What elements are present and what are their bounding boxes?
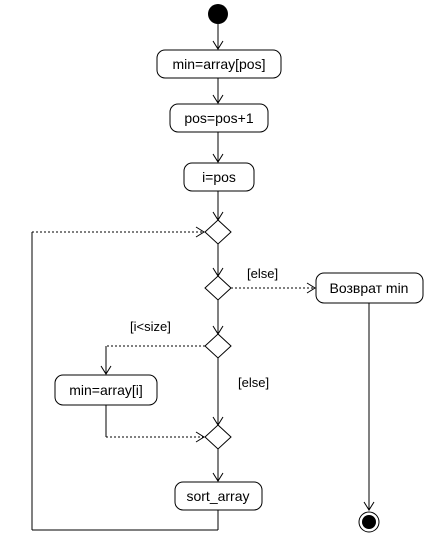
action-pos-inc: pos=pos+1 <box>169 103 269 133</box>
action-min-init-label: min=array[pos] <box>173 56 266 72</box>
guard-else-top: [else] <box>247 266 278 281</box>
guard-else-bottom: [else] <box>238 375 269 390</box>
guard-i-less-size: [i<size] <box>130 319 171 334</box>
final-node <box>358 511 380 533</box>
action-i-init-label: i=pos <box>202 169 236 185</box>
merge-node-min <box>204 424 232 450</box>
action-sort-array: sort_array <box>174 481 263 511</box>
edge-decision-to-decision-size <box>212 300 224 335</box>
action-return-min: Возврат min <box>315 272 424 304</box>
initial-node <box>208 4 228 24</box>
action-min-assign-label: min=array[i] <box>69 382 143 398</box>
action-min-assign: min=array[i] <box>54 374 158 406</box>
edge-merge-loop-to-decision-else <box>212 244 224 277</box>
merge-node-loop <box>204 219 232 245</box>
edge-min-init-to-pos-inc <box>212 78 224 104</box>
edge-decision-to-min-assign <box>100 345 205 375</box>
action-return-min-label: Возврат min <box>330 280 409 296</box>
edge-i-init-to-merge-loop <box>212 191 224 221</box>
action-sort-array-label: sort_array <box>186 488 249 504</box>
action-min-init: min=array[pos] <box>156 49 282 79</box>
edge-min-assign-to-merge <box>105 405 205 443</box>
edge-decision-to-return <box>231 282 316 294</box>
action-pos-inc-label: pos=pos+1 <box>184 110 253 126</box>
edge-pos-inc-to-i-init <box>212 132 224 163</box>
decision-node-end-check <box>204 275 232 301</box>
edge-initial-to-min-init <box>212 24 224 50</box>
edge-return-to-final <box>363 303 375 511</box>
action-i-init: i=pos <box>183 162 255 192</box>
edge-merge-to-sort-array <box>212 449 224 482</box>
edge-decision-size-else-to-merge <box>212 358 224 426</box>
edge-loop-back <box>31 226 219 531</box>
decision-node-size-check <box>204 333 232 359</box>
